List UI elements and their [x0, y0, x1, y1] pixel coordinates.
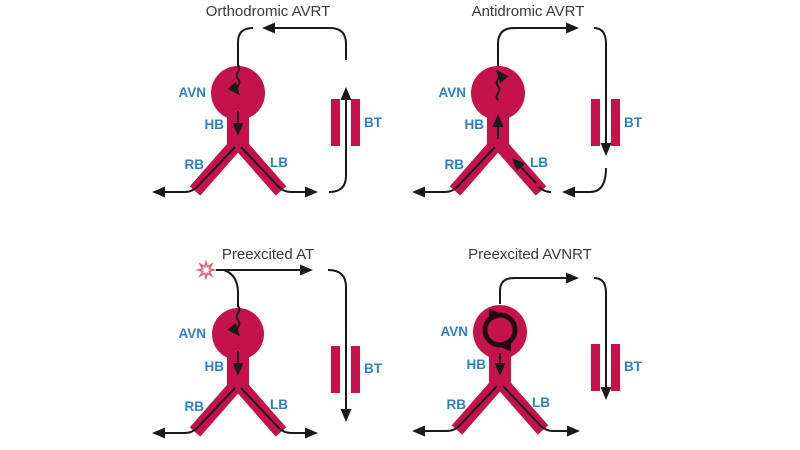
ventricular-return-left-arrow [562, 167, 607, 198]
avn-label: AVN [178, 85, 206, 100]
atrial-loop-right-arrow [499, 272, 579, 304]
panel-antidromic-avrt-svg: Antidromic AVRT AVN HB RB LB BT [412, 3, 643, 198]
panel-title: Antidromic AVRT [472, 3, 585, 20]
bypass-tract-antegrade-down-arrow [593, 27, 612, 156]
panel-preexcited-at: Preexcited AT AVN HB RB LB BT [140, 225, 400, 450]
rb-label: RB [185, 399, 205, 414]
panel-preexcited-avnrt: Preexcited AVNRT AVN HB RB LB BT [400, 225, 660, 450]
bypass-tract-antegrade-down-arrow [327, 269, 352, 422]
right-bundle-exit-arrow [152, 387, 236, 439]
lb-label: LB [532, 395, 550, 410]
bypass-tract-bar-left [331, 346, 340, 393]
bypass-tract-antegrade-down-arrow [593, 277, 612, 400]
right-bundle-exit-arrow [152, 146, 236, 198]
bypass-tract-retrograde-up-arrow [328, 87, 352, 193]
panel-orthodromic-avrt: Orthodromic AVRT AVN HB RB LB BT [140, 0, 400, 225]
avn-retrograde-wavy-arrow [495, 69, 509, 101]
avn-label: AVN [178, 326, 206, 341]
atrial-loop-right-arrow [497, 22, 579, 66]
panel-antidromic-avrt: Antidromic AVRT AVN HB RB LB BT [400, 0, 660, 225]
avn-node [473, 305, 527, 359]
lb-label: LB [270, 397, 288, 412]
bypass-tract-bar-right [351, 346, 360, 393]
bypass-tract-bar-right [351, 99, 360, 146]
panel-orthodromic-avrt-svg: Orthodromic AVRT AVN HB RB LB BT [152, 3, 383, 198]
bypass-tract-bar-left [591, 99, 600, 146]
avn-label: AVN [438, 85, 466, 100]
avn-reentry-loop-down-arrow [496, 312, 518, 352]
left-bundle-entry-stub [538, 186, 552, 193]
lb-label: LB [270, 155, 288, 170]
bt-label: BT [624, 115, 643, 130]
panel-title: Orthodromic AVRT [206, 3, 330, 20]
right-bundle-exit-arrow [412, 385, 498, 437]
bt-label: BT [364, 361, 383, 376]
atrial-loop-left-arrow [262, 22, 347, 60]
hb-label: HB [465, 117, 485, 132]
left-bundle-exit-arrow [240, 387, 318, 439]
right-bundle-exit-arrow [412, 146, 496, 198]
hb-label: HB [205, 117, 225, 132]
bt-label: BT [364, 115, 383, 130]
ectopic-focus-star-icon [195, 259, 217, 281]
rb-label: RB [447, 397, 467, 412]
bt-label: BT [624, 359, 643, 374]
rb-label: RB [445, 157, 465, 172]
hb-label: HB [205, 359, 225, 374]
hb-label: HB [467, 357, 487, 372]
panel-title: Preexcited AT [222, 246, 314, 263]
panel-title: Preexcited AVNRT [468, 246, 592, 263]
lb-label: LB [530, 155, 548, 170]
atrial-entry-line [237, 27, 254, 66]
bypass-tract-bar-left [331, 99, 340, 146]
left-bundle-exit-arrow [240, 146, 318, 198]
panel-preexcited-at-svg: Preexcited AT AVN HB RB LB BT [152, 246, 383, 439]
bypass-tract-bar-right [611, 344, 620, 391]
avn-entry-curve [223, 269, 239, 307]
avn-antegrade-wavy-arrow [227, 64, 241, 96]
avn-antegrade-wavy-arrow [227, 305, 241, 337]
avn-reentry-loop-up-arrow [482, 308, 504, 348]
panel-preexcited-avnrt-svg: Preexcited AVNRT AVN HB RB LB BT [412, 246, 643, 437]
avn-label: AVN [440, 324, 468, 339]
bypass-tract-bar-right [611, 99, 620, 146]
bypass-tract-bar-left [591, 344, 600, 391]
rb-label: RB [185, 157, 205, 172]
left-bundle-exit-arrow [502, 385, 580, 437]
left-bundle-retrograde-arrow [511, 157, 537, 184]
